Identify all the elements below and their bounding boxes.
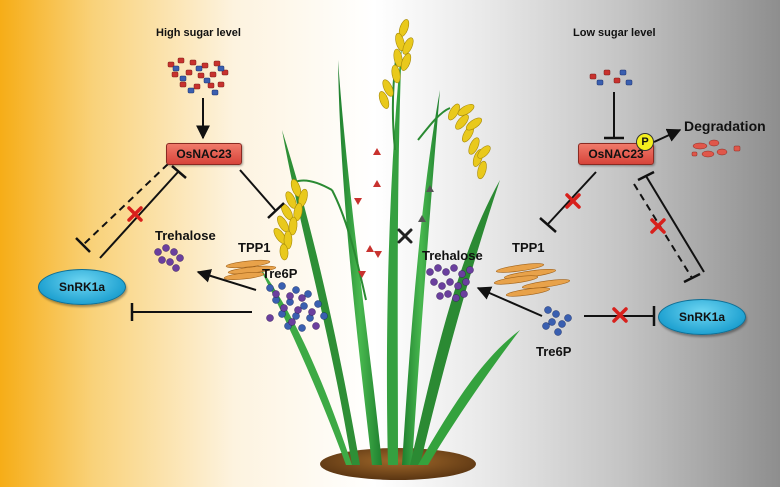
left-osnac23-label: OsNAC23 bbox=[176, 147, 232, 161]
left-trehalose-label: Trehalose bbox=[155, 228, 216, 243]
degradation-label: Degradation bbox=[684, 118, 766, 134]
right-tpp1-label: TPP1 bbox=[512, 240, 545, 255]
cross-mark-icon bbox=[650, 218, 666, 234]
snrk1a-inhibits-osnac23-right bbox=[645, 175, 705, 273]
left-condition-title: High sugar level bbox=[156, 27, 241, 39]
right-trehalose-label: Trehalose bbox=[422, 248, 483, 263]
trehalose-beads-left bbox=[154, 244, 184, 272]
tre6p-beads-left bbox=[266, 282, 328, 332]
left-snrk1a-label: SnRK1a bbox=[58, 280, 105, 294]
rice-panicle-right bbox=[448, 103, 491, 180]
right-snrk1a-ellipse: SnRK1a bbox=[658, 299, 746, 335]
enzyme-icon bbox=[493, 263, 571, 297]
tre6p-beads-right bbox=[542, 306, 572, 336]
rice-plant-icon bbox=[258, 19, 520, 480]
osnac23-dashed-to-snrk1a-right bbox=[633, 183, 693, 279]
trehalose-beads-right bbox=[426, 264, 474, 302]
right-snrk1a-label: SnRK1a bbox=[678, 310, 725, 324]
left-tre6p-label: Tre6P bbox=[262, 266, 298, 281]
rice-panicle-top bbox=[378, 19, 414, 109]
transport-arrows bbox=[354, 148, 434, 278]
sugar-cluster-icon bbox=[589, 69, 633, 86]
left-osnac23-box: OsNAC23 bbox=[166, 143, 242, 165]
osnac23-inhibits-tpp1 bbox=[239, 169, 276, 211]
left-snrk1a-ellipse: SnRK1a bbox=[38, 269, 126, 305]
right-osnac23-box: OsNAC23 bbox=[578, 143, 654, 165]
cross-mark-icon bbox=[612, 307, 628, 323]
cross-mark-icon bbox=[127, 206, 143, 222]
sugar-cluster-icon bbox=[167, 57, 229, 96]
cross-mark-icon bbox=[565, 193, 581, 209]
enzyme-icon bbox=[223, 259, 277, 280]
right-osnac23-label: OsNAC23 bbox=[588, 147, 644, 161]
osnac23-to-degradation-arrow bbox=[653, 128, 682, 143]
cross-mark-icon bbox=[397, 228, 413, 244]
osnac23-dashed-to-snrk1a bbox=[83, 163, 169, 245]
right-condition-title: Low sugar level bbox=[573, 27, 656, 39]
snrk1a-inhibits-osnac23 bbox=[99, 171, 179, 259]
right-tre6p-label: Tre6P bbox=[536, 344, 572, 359]
left-tpp1-label: TPP1 bbox=[238, 240, 271, 255]
degradation-fragments bbox=[691, 139, 741, 158]
tre6p-to-trehalose-arrow-right bbox=[476, 286, 543, 317]
rice-panicle-left bbox=[273, 179, 308, 261]
phosphate-badge-icon: P bbox=[636, 133, 654, 151]
tre6p-to-trehalose-arrow bbox=[196, 269, 257, 291]
